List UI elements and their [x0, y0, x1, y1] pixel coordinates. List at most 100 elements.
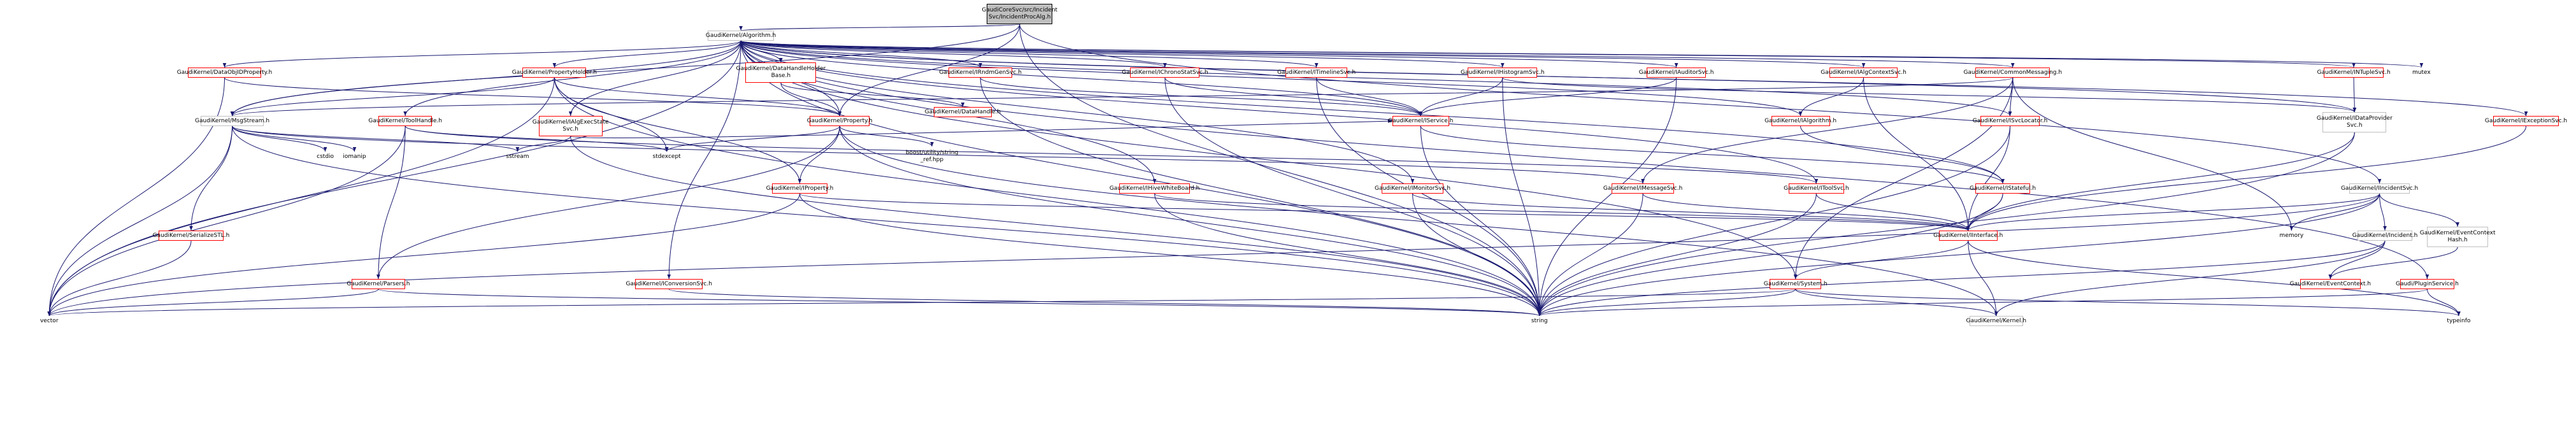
edge-incident-proc-alg-to-string [1019, 24, 1542, 317]
node-iauditor-svc[interactable]: GaudiKernel/IAuditorSvc.h [1639, 68, 1714, 78]
edge-msgstream-to-sstream [232, 125, 520, 152]
edge-ihistogram-svc-to-idataprovider-svc [1502, 77, 2356, 113]
edge-common-messaging-to-imessage-svc [1641, 77, 2014, 184]
node-imonitor-svc[interactable]: GaudiKernel/IMonitorSvc.h [1375, 183, 1450, 194]
edge-algorithm-to-itimeline-svc [740, 40, 1319, 68]
node-intuple-svc[interactable]: GaudiKernel/INTupleSvc.h [2317, 68, 2391, 78]
node-algorithm[interactable]: GaudiKernel/Algorithm.h [706, 31, 776, 41]
node-incident-proc-alg: GaudiCoreSvc/src/Incident Svc/IncidentPr… [982, 4, 1057, 24]
edge-iservice-to-istateful [1420, 125, 2005, 184]
node-iconversion-svc[interactable]: GaudiKernel/IConversionSvc.h [626, 279, 712, 289]
edge-iincident-svc-to-string [1538, 193, 2380, 317]
node-eventcontext-hash[interactable]: GaudiKernel/EventContext Hash.h [2420, 227, 2495, 247]
node-ialgorithm[interactable]: GaudiKernel/IAlgorithm.h [1764, 116, 1836, 126]
edge-ihive-whiteboard-to-string [1154, 193, 1542, 317]
edge-idataprovider-svc-to-iinterface [1966, 132, 2355, 231]
edge-datahandle-holder-base-to-property [780, 82, 841, 117]
node-idataprovider-svc[interactable]: GaudiKernel/IDataProvider Svc.h [2317, 112, 2393, 132]
edge-algorithm-to-istateful [740, 40, 2005, 184]
node-kernel[interactable]: GaudiKernel/Kernel.h [1966, 316, 2026, 326]
edge-algorithm-to-isvclocator [740, 40, 2012, 117]
node-iproperty[interactable]: GaudiKernel/IProperty.h [766, 183, 833, 194]
edge-iincident-svc-to-incident [2379, 193, 2387, 231]
node-ihive-whiteboard[interactable]: GaudiKernel/IHiveWhiteBoard.h [1110, 183, 1199, 194]
node-iexception-svc[interactable]: GaudiKernel/IExceptionSvc.h [2485, 116, 2567, 126]
edge-msgstream-to-cstdio [232, 125, 327, 152]
edge-iinterface-to-typeinfo [1968, 240, 2461, 317]
node-ichronostat-svc[interactable]: GaudiKernel/IChronoStatSvc.h [1122, 68, 1208, 78]
node-property-holder[interactable]: GaudiKernel/PropertyHolder.h [512, 68, 597, 78]
edge-itool-svc-to-iinterface [1815, 193, 1970, 231]
node-itool-svc[interactable]: GaudiKernel/IToolSvc.h [1784, 183, 1849, 194]
edge-msgstream-to-string [232, 125, 1542, 317]
edge-imessage-svc-to-string [1537, 193, 1643, 317]
edge-algorithm-to-iconversion-svc [667, 40, 741, 280]
edge-ialgexecstate-svc-to-string [570, 136, 1542, 317]
edge-system-to-vector [48, 289, 1796, 317]
edge-property-to-string [839, 125, 1542, 317]
node-common-messaging[interactable]: GaudiKernel/CommonMessaging.h [1963, 68, 2062, 78]
node-iomanip: iomanip [343, 153, 366, 160]
edge-property-to-stdexcept [664, 125, 840, 152]
edge-imessage-svc-to-iinterface [1642, 193, 1970, 231]
edge-istateful-to-string [1537, 193, 2003, 317]
edge-algorithm-to-common-messaging [740, 40, 2014, 68]
edge-eventcontext-hash-to-eventcontext [2328, 246, 2458, 280]
node-itimeline-svc[interactable]: GaudiKernel/ITimelineSvc.h [1277, 68, 1356, 78]
edge-property-to-iproperty [798, 125, 840, 184]
edge-imonitor-svc-to-string [1412, 193, 1542, 317]
node-ialgcontext-svc[interactable]: GaudiKernel/IAlgContextSvc.h [1821, 68, 1907, 78]
edge-property-holder-to-vector [47, 77, 555, 317]
node-istateful[interactable]: GaudiKernel/IStateful.h [1970, 183, 2036, 194]
node-iinterface[interactable]: GaudiKernel/IInterface.h [1933, 231, 2003, 241]
node-system[interactable]: GaudiKernel/System.h [1764, 279, 1828, 289]
edge-ialgorithm-to-istateful [1800, 125, 2005, 184]
edge-isvclocator-to-iinterface [1966, 125, 2011, 231]
edge-iproperty-to-iinterface [799, 193, 1970, 231]
node-imessage-svc[interactable]: GaudiKernel/IMessageSvc.h [1603, 183, 1682, 194]
edge-isvclocator-to-string [1537, 125, 2011, 317]
node-ialgexecstate-svc[interactable]: GaudiKernel/IAlgExecState Svc.h [533, 116, 609, 136]
node-serialize-stl[interactable]: GaudiKernel/SerializeSTL.h [153, 231, 229, 241]
node-isvclocator[interactable]: GaudiKernel/ISvcLocator.h [1973, 116, 2047, 126]
node-dataobjid-property[interactable]: GaudiKernel/DataObjIDProperty.h [177, 68, 272, 78]
node-incident[interactable]: GaudiKernel/Incident.h [2352, 231, 2417, 241]
node-datahandle-holder-base[interactable]: GaudiKernel/DataHandleHolder Base.h [736, 62, 826, 83]
edge-incident-proc-alg-to-algorithm [739, 24, 1020, 31]
node-iincident-svc[interactable]: GaudiKernel/IIncidentSvc.h [2341, 183, 2418, 194]
node-plugin-service[interactable]: Gaudi/PluginService.h [2396, 279, 2459, 289]
edge-algorithm-to-datahandle-holder-base [740, 40, 783, 63]
edge-iinterface-to-system [1793, 240, 1969, 280]
edge-tool-handle-to-parsers [376, 125, 406, 280]
edge-ialgcontext-svc-to-ialgorithm [1798, 77, 1864, 117]
node-eventcontext[interactable]: GaudiKernel/EventContext.h [2290, 279, 2371, 289]
edge-incident-to-string [1538, 240, 2386, 317]
edge-incident-to-eventcontext [2328, 240, 2386, 280]
edge-iconversion-svc-to-string [668, 289, 1542, 317]
node-ihistogram-svc[interactable]: GaudiKernel/IHistogramSvc.h [1461, 68, 1545, 78]
edge-datahandle-holder-base-to-datahandle [780, 82, 965, 108]
node-datahandle[interactable]: GaudiKernel/DataHandle.h [925, 107, 1001, 117]
edge-imonitor-svc-to-iinterface [1412, 193, 1970, 231]
edge-irndmgen-svc-to-iservice [980, 77, 1422, 117]
node-irndmgen-svc[interactable]: GaudiKernel/IRndmGenSvc.h [939, 68, 1022, 78]
node-msgstream[interactable]: GaudiKernel/MsgStream.h [195, 116, 269, 126]
node-vector: vector [39, 317, 59, 324]
node-boost-string-ref: boost/utility/string _ref.hpp [905, 150, 959, 163]
edge-iincident-svc-to-memory [2289, 193, 2380, 231]
edge-algorithm-to-iexception-svc [740, 40, 2528, 117]
edge-iproperty-to-string [799, 193, 1542, 317]
edge-algorithm-to-iservice [740, 40, 1422, 117]
edge-tool-handle-to-itool-svc [404, 125, 1818, 184]
edge-iauditor-svc-to-iservice [1419, 77, 1677, 117]
node-string: string [1531, 317, 1548, 324]
edge-ihistogram-svc-to-string [1502, 77, 1542, 317]
node-tool-handle[interactable]: GaudiKernel/ToolHandle.h [368, 116, 442, 126]
edge-algorithm-to-plugin-service [740, 40, 2429, 280]
node-iservice[interactable]: GaudiKernel/IService.h [1388, 116, 1453, 126]
edge-property-holder-to-msgstream [230, 77, 555, 117]
node-property[interactable]: GaudiKernel/Property.h [807, 116, 873, 126]
node-parsers[interactable]: GaudiKernel/Parsers.h [347, 279, 410, 289]
edge-iincident-svc-to-vector [47, 193, 2380, 317]
